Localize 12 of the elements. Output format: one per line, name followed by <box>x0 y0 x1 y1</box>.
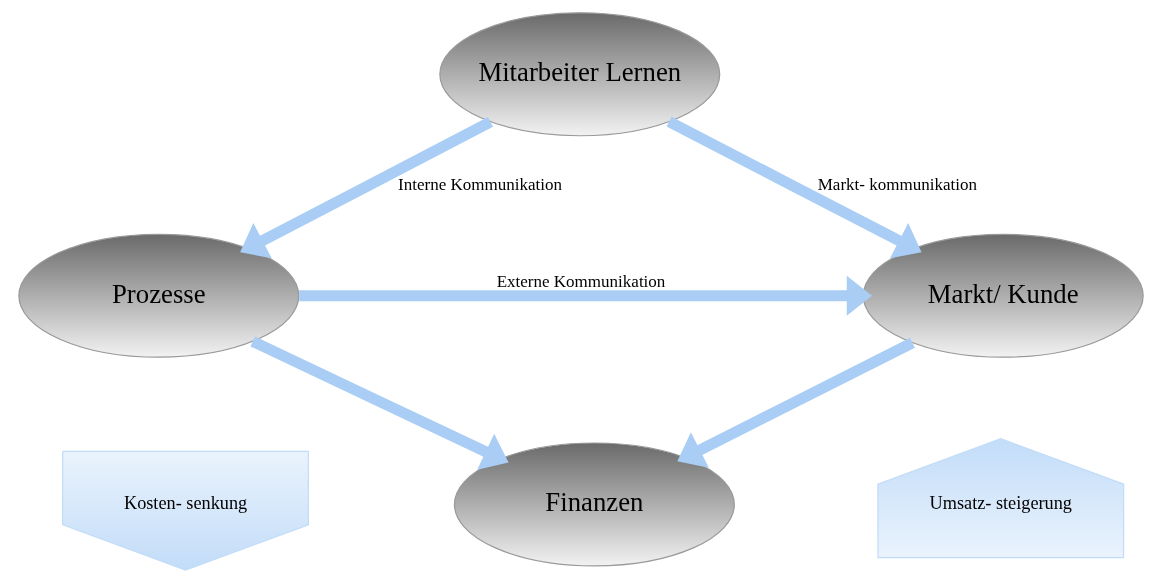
arrow <box>676 337 915 468</box>
edge-label: Interne Kommunikation <box>397 174 562 194</box>
node-ellipse: Prozesse <box>17 233 299 358</box>
edge-label: Markt- kommunikation <box>817 174 977 194</box>
arrow <box>239 117 493 259</box>
arrow <box>298 275 872 316</box>
edge-label: Externe Kommunikation <box>496 272 665 292</box>
arrow <box>666 116 922 259</box>
arrow <box>249 336 509 470</box>
node-ellipse: Finanzen <box>453 442 735 567</box>
node-ellipse: Mitarbeiter Lernen <box>438 12 720 137</box>
node-ellipse: Markt/ Kunde <box>862 233 1144 358</box>
